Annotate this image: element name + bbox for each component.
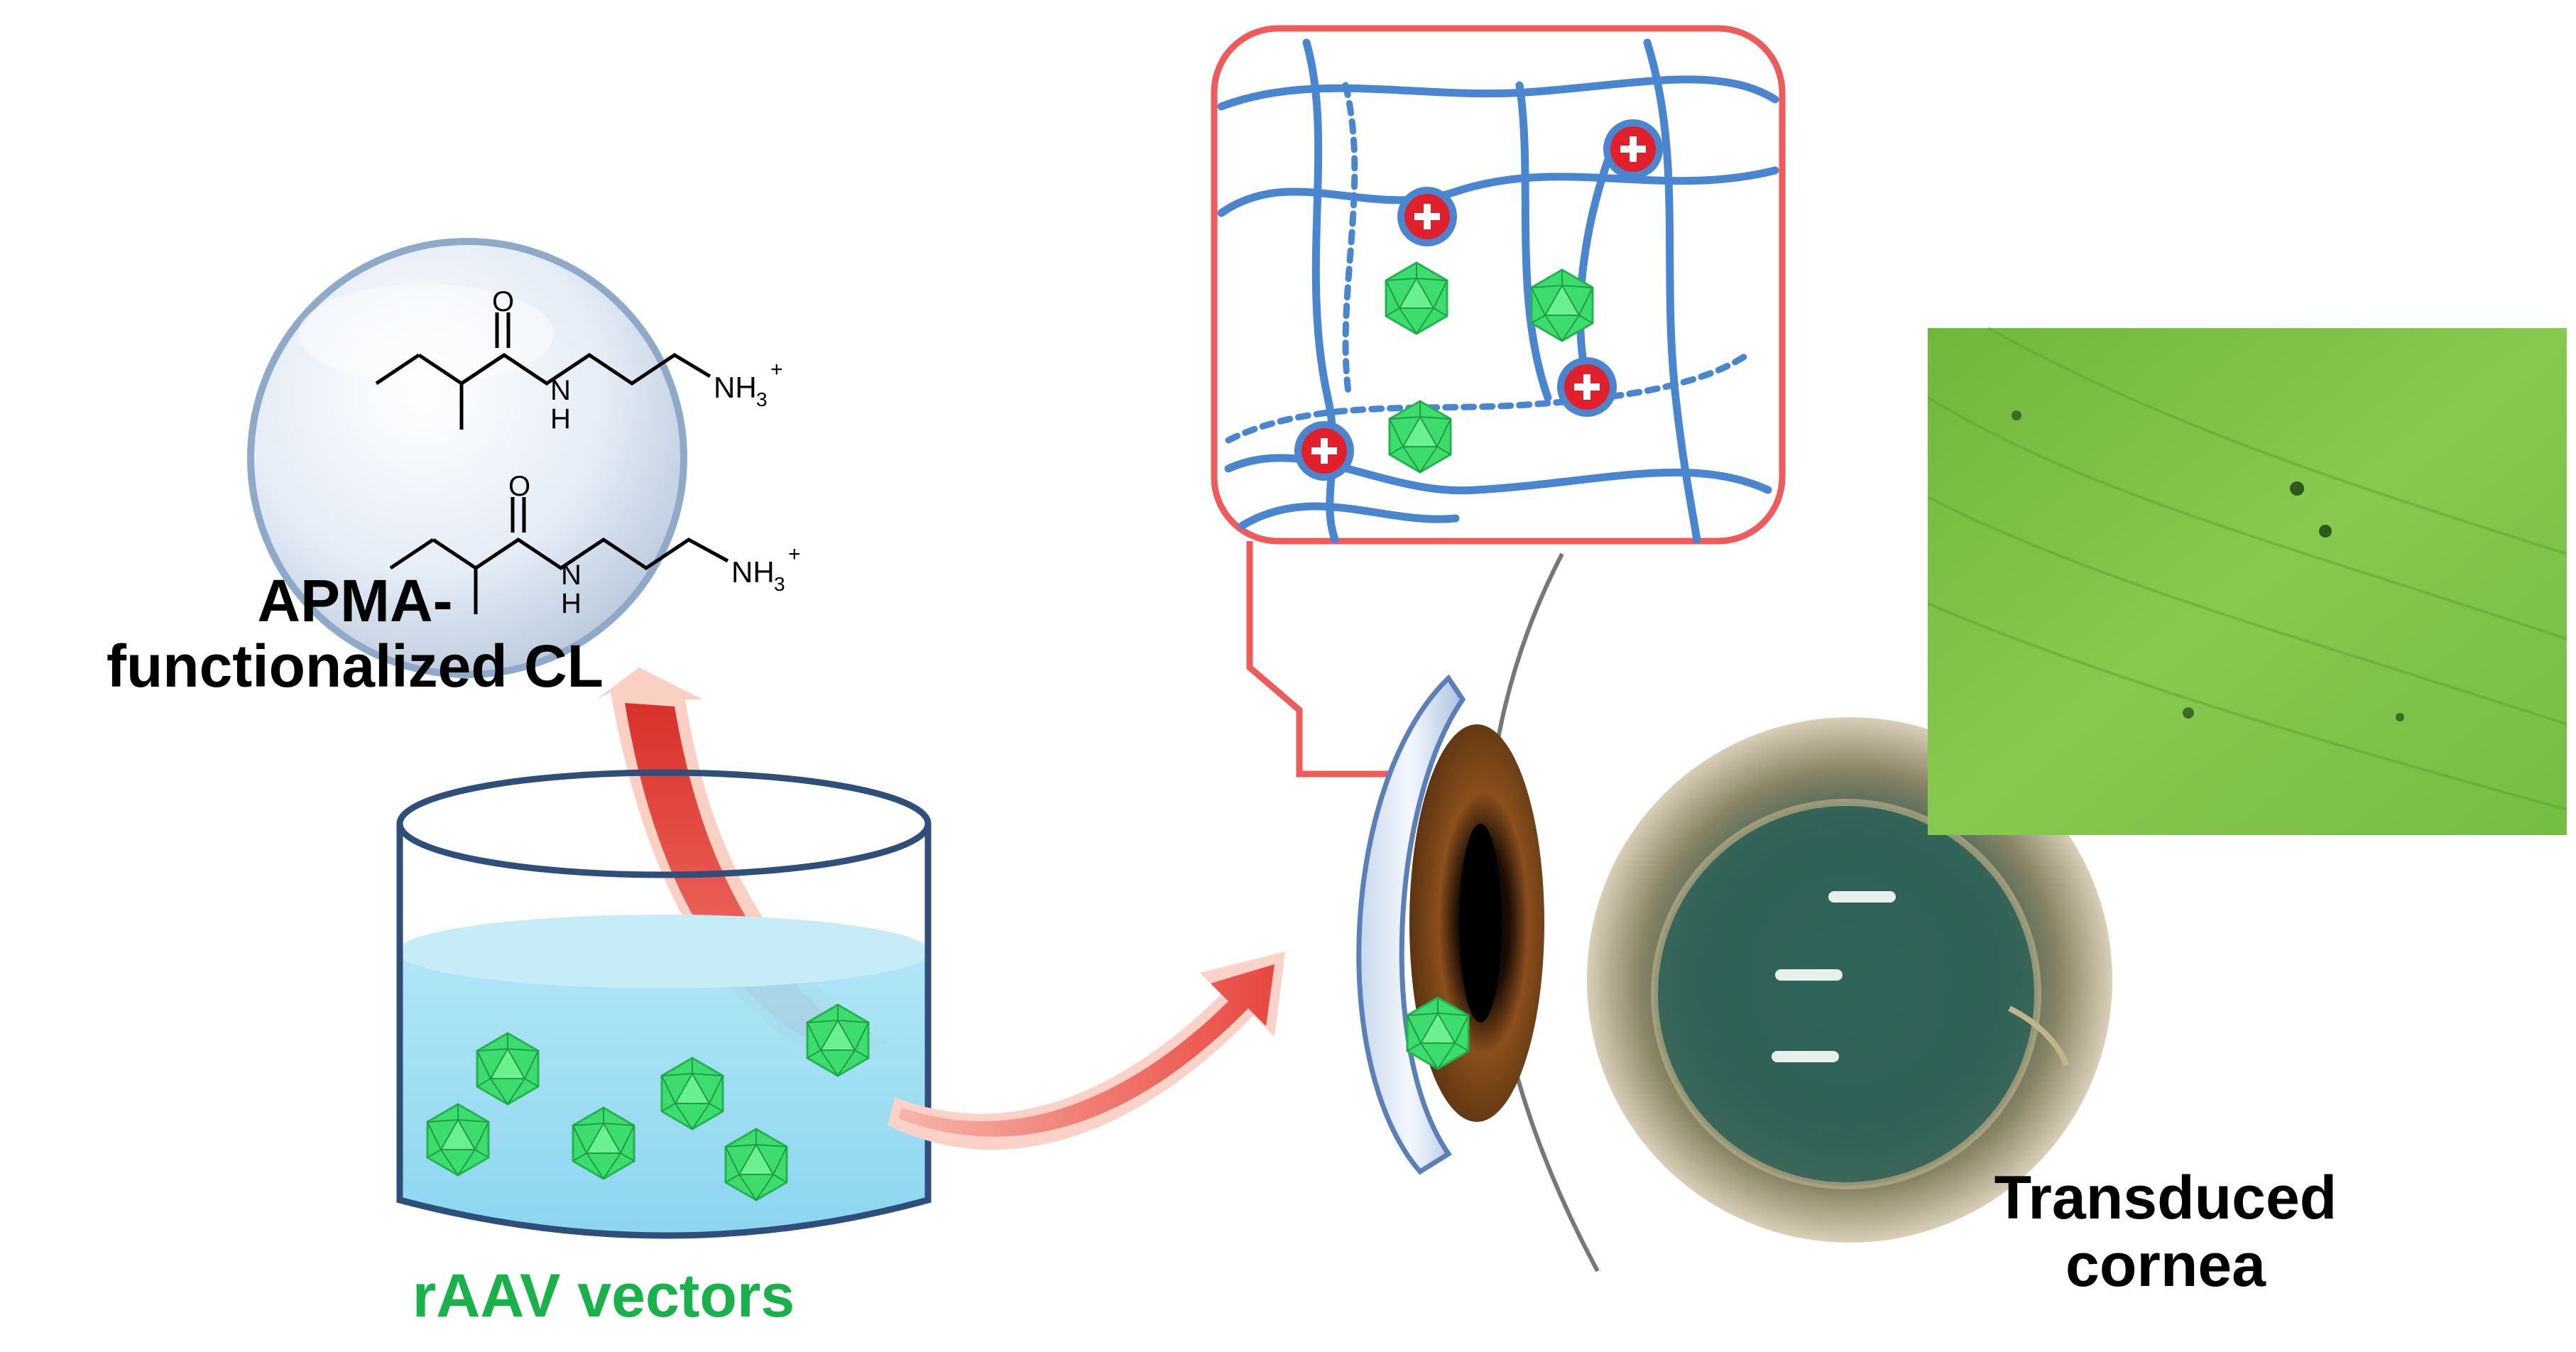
atom-h-lower: H [561,588,582,619]
micrograph [1926,327,2567,835]
eye-profile [1356,552,1600,1272]
immersion-arrow [596,667,888,1065]
apma-molecule-upper-labels: O N H NH 3 + [492,286,783,435]
nh3-sub-upper: 3 [756,388,768,410]
atom-n-lower: N [561,560,582,591]
cation-icon [1294,421,1354,481]
cornea-label-line1: Transduced [1994,1164,2337,1232]
cornea-photo [1587,717,2112,1243]
nh3-charge-upper: + [770,358,783,381]
apma-molecule-lower-labels: O N H NH 3 + [508,471,801,619]
apma-molecule-upper [375,312,711,430]
nh3-lower: NH [731,555,775,589]
raav-label: rAAV vectors [412,1262,795,1330]
cation-icon [1557,357,1617,417]
atom-n-upper: N [550,375,571,406]
apma-label-line2: functionalized CL [107,633,604,700]
nh3-charge-lower: + [788,543,801,566]
cornea-label-line2: cornea [2065,1231,2266,1299]
nh3-upper: NH [714,371,757,404]
delivery-arrow [888,952,1285,1150]
atom-h-upper: H [550,403,571,435]
cation-icon [1397,187,1457,246]
atom-o-upper: O [492,286,514,317]
nh3-sub-lower: 3 [774,573,785,595]
cation-icon [1603,119,1663,179]
atom-o-lower: O [508,471,530,502]
inset-connector [1246,541,1388,778]
apma-label: APMA- functionalized CL [107,568,604,699]
cornea-label: Transduced cornea [1967,1165,2364,1299]
apma-molecule-lower [389,497,729,614]
apma-label-line1: APMA- [257,567,453,634]
apma-sphere [247,238,687,678]
network-inset [1211,25,1786,545]
